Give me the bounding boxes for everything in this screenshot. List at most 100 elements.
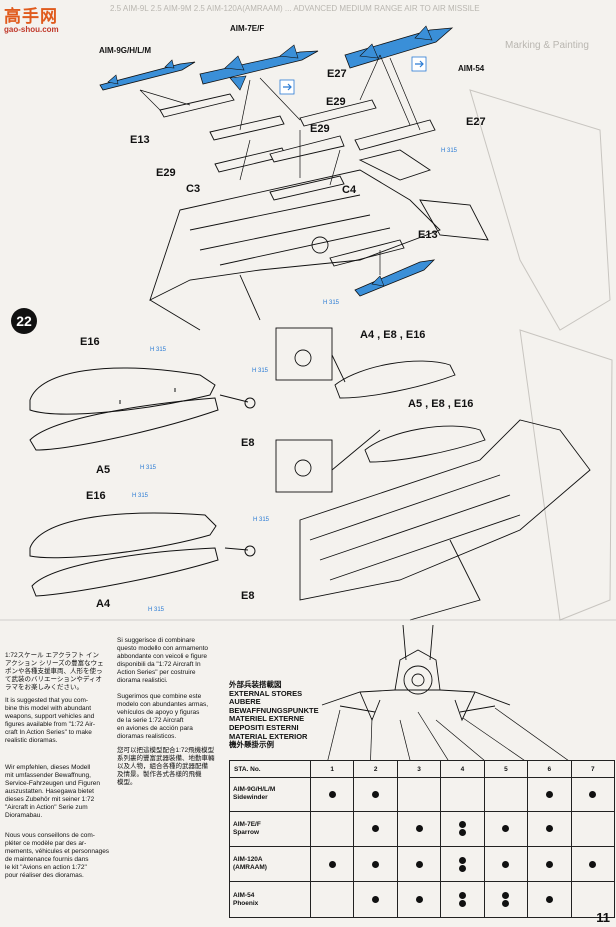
station-header: 6 — [527, 760, 572, 778]
aircraft-underside-upper — [149, 149, 489, 331]
background-aircraft — [469, 89, 613, 621]
loadout-dot — [328, 860, 336, 868]
station-cell — [309, 881, 355, 918]
table-row: AIM-120A (AMRAAM) — [229, 845, 616, 883]
loadout-dot — [589, 860, 597, 868]
note-japanese: 1:72スケール エアクラフト イン アクション シリーズの豊富なウェ ポンや各… — [5, 652, 104, 691]
loadout-dot — [545, 896, 553, 904]
loadout-dot — [502, 892, 510, 900]
part-c4: C4 — [342, 184, 357, 196]
assembly-label-a4: A4 , E8 , E16 — [360, 329, 426, 341]
note-german: Wir empfehlen, dieses Modell mit umfasse… — [5, 764, 101, 819]
loadout-dot — [545, 825, 553, 833]
external-stores-title: 外部兵装搭載図 EXTERNAL STORES AUBERE BEWAFFNUN… — [229, 680, 319, 750]
step-number-badge: 22 — [11, 308, 37, 334]
store-name: AIM-54 Phoenix — [229, 881, 311, 918]
assembly-label-a5: A5 , E8 , E16 — [408, 398, 474, 410]
station-header: 2 — [353, 760, 398, 778]
watermark-url: gao-shou.com — [4, 25, 59, 34]
station-cell — [353, 845, 398, 883]
part-c3: C3 — [186, 183, 201, 195]
loadout-dot — [458, 900, 466, 908]
station-cell — [527, 810, 572, 848]
station-header: 5 — [483, 760, 529, 778]
loadout-dot — [415, 825, 423, 833]
loadout-dot — [458, 821, 466, 829]
note-english: It is suggested that you com- bine this … — [5, 697, 96, 744]
loadout-dot — [589, 790, 597, 798]
detail-callouts — [275, 327, 381, 493]
label-aim-9: AIM-9G/H/L/M — [99, 46, 151, 55]
table-row: AIM-7E/F Sparrow — [229, 810, 616, 848]
part-a4: A4 — [96, 598, 111, 610]
part-e16: E16 — [86, 490, 106, 502]
aim-54-missile — [344, 25, 454, 69]
leader-lines — [139, 54, 421, 275]
header-faint-text: 2.5 AIM-9L 2.5 AIM-9M 2.5 AIM-120A(AMRAA… — [110, 4, 480, 13]
watermark-logo: 高手网 — [4, 7, 58, 26]
loadout-dot — [372, 790, 380, 798]
table-row: AIM-9G/H/L/M Sidewinder — [229, 777, 616, 812]
part-a5: A5 — [96, 464, 111, 476]
store-name: AIM-9G/H/L/M Sidewinder — [229, 777, 311, 812]
part-e29: E29 — [310, 123, 330, 135]
part-e13: E13 — [418, 229, 438, 241]
part-e13: E13 — [130, 134, 150, 146]
station-cell — [309, 777, 355, 812]
watermark: 高手网 gao-shou.com — [4, 2, 59, 34]
loadout-dot — [502, 825, 510, 833]
loadout-dot — [372, 860, 380, 868]
paint-tag: H 315 — [323, 300, 340, 306]
station-cell — [483, 845, 529, 883]
note-chinese: 您可以把這模型配合1:72飛機模型 系列裏的豐富武器裝備、地勤車輛 以及人物，組… — [117, 747, 215, 786]
paint-tag: H 315 — [441, 148, 458, 154]
launch-rails — [159, 93, 436, 267]
station-cell — [527, 881, 572, 918]
loadout-dot — [458, 892, 466, 900]
station-cell — [483, 810, 529, 848]
paint-tag: H 315 — [132, 493, 149, 499]
fuel-tank-a4 — [29, 512, 256, 597]
station-header: 3 — [396, 760, 442, 778]
fuel-tank-a5 — [29, 367, 256, 451]
store-name: AIM-120A (AMRAAM) — [229, 845, 311, 883]
f14-front-view — [321, 624, 511, 722]
label-aim-7: AIM-7E/F — [230, 24, 265, 33]
aim-7-missile — [199, 44, 319, 91]
station-cell — [309, 845, 355, 883]
station-cell — [353, 881, 398, 918]
station-cell — [570, 810, 616, 848]
station-header: 4 — [440, 760, 485, 778]
station-cell — [527, 777, 572, 812]
paint-tag: H 315 — [253, 517, 270, 523]
paint-tag: H 315 — [140, 465, 157, 471]
table-row: AIM-54 Phoenix — [229, 881, 616, 918]
note-spanish: Sugerimos que combine este modelo con ab… — [117, 693, 209, 740]
station-cell — [440, 881, 485, 918]
loadout-dot — [415, 896, 423, 904]
label-aim-54: AIM-54 — [458, 64, 485, 73]
aim-9-missile — [99, 59, 196, 91]
part-e29: E29 — [156, 167, 176, 179]
station-cell — [483, 881, 529, 918]
part-e29: E29 — [326, 96, 346, 108]
loadout-dot — [415, 860, 423, 868]
loadout-dot — [372, 896, 380, 904]
sta-number-header: STA. No. — [229, 760, 311, 778]
loadout-dot — [502, 860, 510, 868]
station-cell — [396, 845, 442, 883]
part-e16: E16 — [80, 336, 100, 348]
paint-tag: H 315 — [148, 607, 165, 613]
part-e27: E27 — [466, 116, 486, 128]
loadout-dot — [458, 829, 466, 837]
station-header: 1 — [309, 760, 355, 778]
station-cell — [440, 810, 485, 848]
loadout-dot — [458, 864, 466, 872]
loadout-dot — [372, 825, 380, 833]
station-cell — [440, 845, 485, 883]
paint-tag: H 315 — [150, 347, 167, 353]
loadout-dot — [328, 790, 336, 798]
page-number: 11 — [596, 910, 610, 925]
station-cell — [396, 881, 442, 918]
station-cell — [570, 881, 616, 918]
